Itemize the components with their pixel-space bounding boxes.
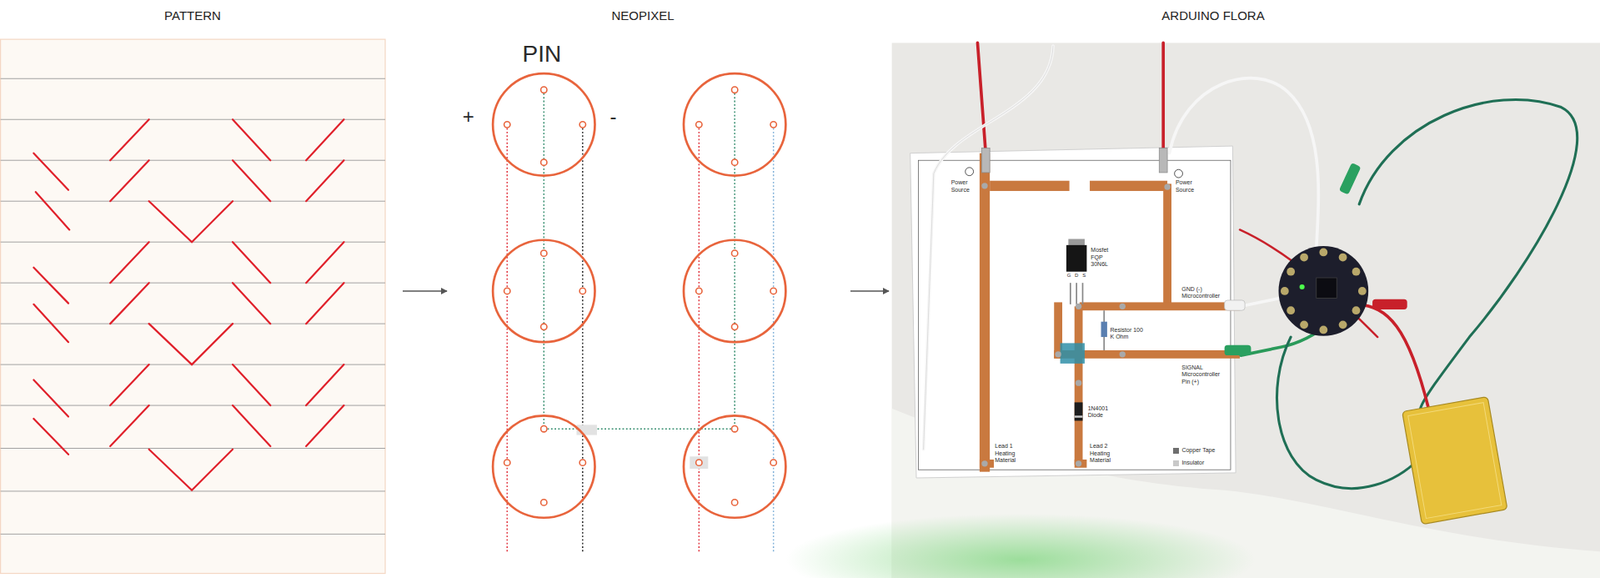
terminal-label: Power Source bbox=[1175, 179, 1204, 194]
panel: ARDUINO FLORA bbox=[892, 0, 1600, 578]
neopixel-layout bbox=[492, 73, 786, 552]
panel-title: PATTERN bbox=[164, 8, 221, 23]
pattern-panel bbox=[0, 39, 386, 573]
component-label: Mosfet FQP 30N6L bbox=[1090, 246, 1116, 268]
component-label: 1N4001 Diode bbox=[1088, 405, 1117, 420]
polarity-sign: + bbox=[462, 105, 475, 130]
pin-letter: G bbox=[1067, 272, 1072, 279]
polarity-sign: - bbox=[610, 105, 617, 130]
panel-title: ARDUINO FLORA bbox=[1161, 8, 1264, 23]
terminal-label: Lead 1 Heating Material bbox=[994, 442, 1034, 464]
pin-letter: S bbox=[1082, 272, 1086, 279]
component-label: Resistor 100 K Ohm bbox=[1110, 326, 1148, 342]
panel: PATTERN bbox=[0, 0, 387, 578]
terminal-label: Power Source bbox=[951, 179, 980, 194]
pin-letter: D bbox=[1074, 272, 1079, 279]
legend-swatch bbox=[1173, 447, 1179, 454]
pin-label: PIN bbox=[522, 40, 562, 69]
panel: NEOPIXEL bbox=[450, 0, 834, 578]
flow-arrow bbox=[850, 290, 889, 292]
terminal-label: Lead 2 Heating Material bbox=[1089, 442, 1129, 464]
legend-text: Insulator bbox=[1181, 459, 1204, 467]
terminal-label: GND (-) Microcontroller bbox=[1181, 285, 1225, 301]
terminal-label: SIGNAL Microcontroller Pin (+) bbox=[1181, 364, 1225, 386]
flow-arrow bbox=[402, 290, 447, 292]
circuit-photo bbox=[785, 42, 1600, 578]
legend-text: Copper Tape bbox=[1181, 446, 1215, 454]
legend-swatch bbox=[1173, 460, 1179, 467]
panel-title: NEOPIXEL bbox=[611, 8, 674, 23]
